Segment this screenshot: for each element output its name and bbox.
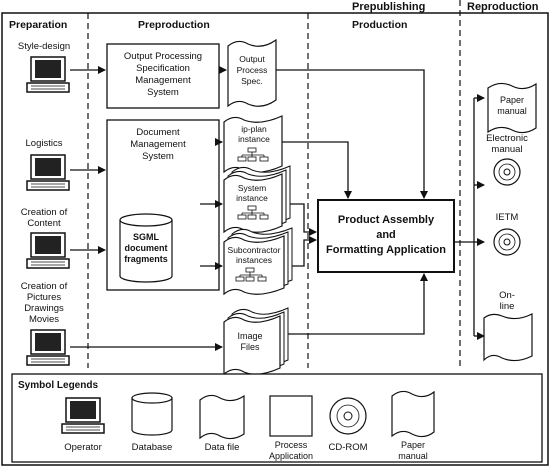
out-electronic-2: manual <box>491 144 522 155</box>
legend-cdrom-icon <box>329 397 367 435</box>
operator-icon-logistics <box>26 154 70 191</box>
legend-database-icon <box>131 392 173 436</box>
pa-label-2: and <box>376 229 396 241</box>
image-label-1: Image <box>237 331 262 341</box>
legend-paper-label-2: manual <box>398 451 428 461</box>
cdrom-icon <box>493 158 521 186</box>
phase-reproduction: Reproduction <box>467 1 539 13</box>
subcon-label-1: Subcontractor <box>228 245 281 255</box>
sgml-label-3: fragments <box>124 254 168 264</box>
legend-datafile-icon <box>199 394 245 440</box>
out-paper-1: Paper <box>500 95 524 105</box>
image-files <box>223 307 289 376</box>
label-pictures-1: Creation of <box>21 281 68 292</box>
ipplan-label-2: instance <box>238 134 270 144</box>
label-logistics: Logistics <box>26 138 63 149</box>
ops-label-2: Specification <box>136 63 190 74</box>
outer-frame <box>1 12 549 466</box>
dms-label-2: Management <box>130 139 186 150</box>
legend-process-label-2: Application <box>269 451 313 461</box>
out-ietm: IETM <box>496 212 519 223</box>
spec-label-2: Process <box>237 65 268 75</box>
out-online-2: line <box>500 301 515 312</box>
ops-label-4: System <box>147 87 179 98</box>
sgml-database <box>119 213 173 283</box>
legend-operator-label: Operator <box>64 442 102 453</box>
phase-production: Production <box>352 19 407 31</box>
output-processing-system <box>106 43 220 109</box>
label-style-design: Style-design <box>18 41 70 52</box>
operator-icon-pictures <box>26 329 70 366</box>
label-pictures-3: Drawings <box>24 303 64 314</box>
legend-cdrom-label: CD-ROM <box>328 442 367 453</box>
legend-process-icon <box>269 395 313 437</box>
legend-paper-icon <box>391 390 435 438</box>
flow-arrows <box>70 66 485 351</box>
out-online-1: On- <box>499 290 515 301</box>
phase-preproduction: Preproduction <box>138 19 210 31</box>
product-assembly-box <box>317 199 455 273</box>
label-pictures-4: Movies <box>29 314 59 325</box>
phase-preparation: Preparation <box>9 19 67 31</box>
legend-process-label-1: Process <box>275 440 308 450</box>
ipplan-label-1: ip-plan <box>241 124 267 134</box>
legend-datafile-label: Data file <box>205 442 240 453</box>
subcontractor-instance-files <box>223 227 293 296</box>
cdrom-icon <box>493 228 521 256</box>
pa-label-1: Product Assembly <box>338 214 435 226</box>
dms-label-1: Document <box>136 127 180 138</box>
legend-title: Symbol Legends <box>18 380 98 391</box>
ip-plan-instance-file <box>223 115 283 174</box>
system-instance-files <box>223 165 291 234</box>
legend-database-label: Database <box>132 442 173 453</box>
operator-icon-style-design <box>26 56 70 93</box>
sysinst-label-1: System <box>238 183 266 193</box>
legend-paper-label-1: Paper <box>401 440 425 450</box>
label-pictures-2: Pictures <box>27 292 62 303</box>
subcon-label-2: instances <box>236 255 272 265</box>
legend-operator-icon <box>61 397 105 434</box>
dms-label-3: System <box>142 151 174 162</box>
spec-label-1: Output <box>239 54 265 64</box>
out-electronic-1: Electronic <box>486 133 528 144</box>
label-content-2: Content <box>27 218 61 229</box>
sgml-label-1: SGML <box>133 232 160 242</box>
sgml-label-2: document <box>124 243 167 253</box>
paper-manual-output <box>487 82 537 134</box>
ops-label-3: Management <box>135 75 191 86</box>
sysinst-label-2: instance <box>236 193 268 203</box>
phase-prepublishing: Prepublishing <box>352 1 425 13</box>
online-data-file <box>483 313 533 362</box>
pa-label-3: Formatting Application <box>326 244 446 256</box>
output-spec-file <box>227 38 277 108</box>
out-paper-2: manual <box>497 106 527 116</box>
operator-icon-content <box>26 232 70 269</box>
spec-label-3: Spec. <box>241 76 263 86</box>
label-content-1: Creation of <box>21 207 68 218</box>
image-label-2: Files <box>240 342 260 352</box>
ops-label-1: Output Processing <box>124 51 202 62</box>
